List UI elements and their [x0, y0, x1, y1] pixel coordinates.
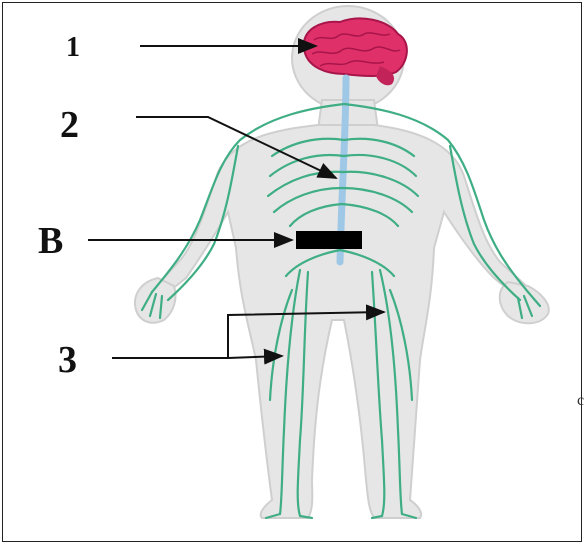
label-b: B: [38, 222, 63, 260]
label-2: 2: [60, 106, 79, 144]
edge-mark: c: [577, 392, 584, 410]
label-3: 3: [58, 341, 77, 379]
label-b-box: [296, 231, 362, 249]
label-1: 1: [66, 34, 80, 62]
arrow-3-lower: [112, 356, 282, 358]
